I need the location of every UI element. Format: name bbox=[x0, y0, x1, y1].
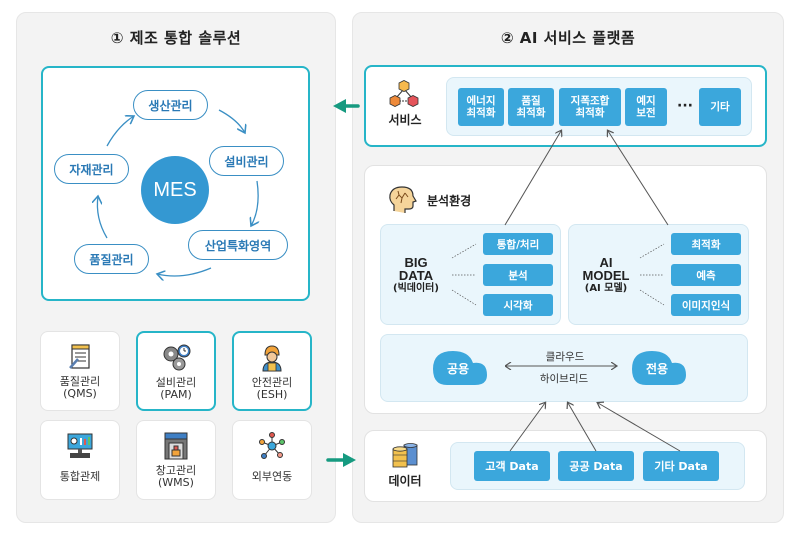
cycle-item-equipment: 설비관리 bbox=[209, 146, 284, 176]
module-sub: (QMS) bbox=[63, 387, 97, 400]
panel-title: ② AI 서비스 플랫폼 bbox=[500, 29, 636, 47]
module-sub: (WMS) bbox=[158, 476, 194, 489]
module-label: 품질관리 bbox=[59, 375, 101, 388]
module-sub: (PAM) bbox=[160, 388, 192, 401]
cycle-item-material: 자재관리 bbox=[54, 154, 129, 184]
module-label: 설비관리 bbox=[155, 376, 197, 389]
ai-model-item-image-recognition[interactable]: 이미지인식 bbox=[671, 294, 741, 316]
module-card-esh[interactable]: 안전관리(ESH) bbox=[232, 331, 312, 411]
module-label: 통합관제 bbox=[59, 470, 101, 483]
data-item-other[interactable]: 기타 Data bbox=[643, 451, 719, 481]
more-ellipsis: ··· bbox=[677, 98, 693, 114]
public-cloud-label: 공용 bbox=[447, 362, 470, 376]
data-item-public[interactable]: 공공 Data bbox=[558, 451, 634, 481]
module-sub: (ESH) bbox=[256, 388, 288, 401]
service-label: 서비스 bbox=[388, 113, 422, 127]
arrow-production-to-equipment bbox=[218, 109, 245, 133]
arrow-material-to-production bbox=[106, 116, 134, 147]
cycle-item-quality: 품질관리 bbox=[74, 244, 149, 274]
database-icon bbox=[392, 443, 418, 468]
mes-center: MES bbox=[141, 156, 209, 224]
arrow-industry-to-quality bbox=[157, 267, 212, 276]
public-cloud-icon bbox=[433, 351, 487, 385]
private-cloud-icon bbox=[632, 351, 686, 385]
module-card-control[interactable]: 통합관제 bbox=[40, 420, 120, 500]
mes-cycle-box: 생산관리 설비관리 산업특화영역 품질관리 자재관리 MES bbox=[41, 66, 310, 301]
worker-icon bbox=[262, 345, 282, 372]
cycle-item-production: 생산관리 bbox=[133, 90, 208, 120]
private-cloud-label: 전용 bbox=[646, 362, 669, 376]
module-card-pam[interactable]: 설비관리(PAM) bbox=[136, 331, 216, 411]
cycle-item-industry: 산업특화영역 bbox=[188, 230, 288, 260]
brain-head-icon bbox=[389, 186, 417, 213]
module-label: 창고관리 bbox=[155, 464, 197, 477]
module-card-wms[interactable]: 창고관리(WMS) bbox=[136, 420, 216, 500]
panel-title: ① 제조 통합 솔루션 bbox=[110, 29, 242, 47]
arrow-quality-to-material bbox=[97, 196, 108, 239]
big-data-item-analysis[interactable]: 분석 bbox=[483, 264, 553, 286]
notepad-icon bbox=[69, 344, 90, 369]
ai-model-item-prediction[interactable]: 예측 bbox=[671, 264, 741, 286]
big-data-item-integration[interactable]: 통합/처리 bbox=[483, 233, 553, 255]
arrow-equipment-to-industry bbox=[251, 180, 258, 226]
warehouse-icon bbox=[164, 432, 188, 460]
gears-icon bbox=[163, 344, 191, 371]
cloud-label-bottom: 하이브리드 bbox=[539, 373, 589, 385]
analysis-label: 분석환경 bbox=[427, 194, 472, 208]
module-card-qms[interactable]: 품질관리(QMS) bbox=[40, 331, 120, 411]
module-card-external[interactable]: 외부연동 bbox=[232, 420, 312, 500]
cubes-icon bbox=[389, 80, 419, 107]
data-label: 데이터 bbox=[388, 474, 422, 488]
module-label: 외부연동 bbox=[251, 470, 293, 483]
service-item-other[interactable]: 기타 bbox=[699, 88, 741, 126]
data-item-customer[interactable]: 고객 Data bbox=[474, 451, 550, 481]
module-label: 안전관리 bbox=[251, 376, 293, 389]
big-data-item-visualization[interactable]: 시각화 bbox=[483, 294, 553, 316]
network-icon bbox=[259, 432, 285, 459]
cloud-label-top: 클라우드 bbox=[545, 351, 585, 363]
monitor-icon bbox=[67, 433, 93, 458]
ai-model-item-optimization[interactable]: 최적화 bbox=[671, 233, 741, 255]
